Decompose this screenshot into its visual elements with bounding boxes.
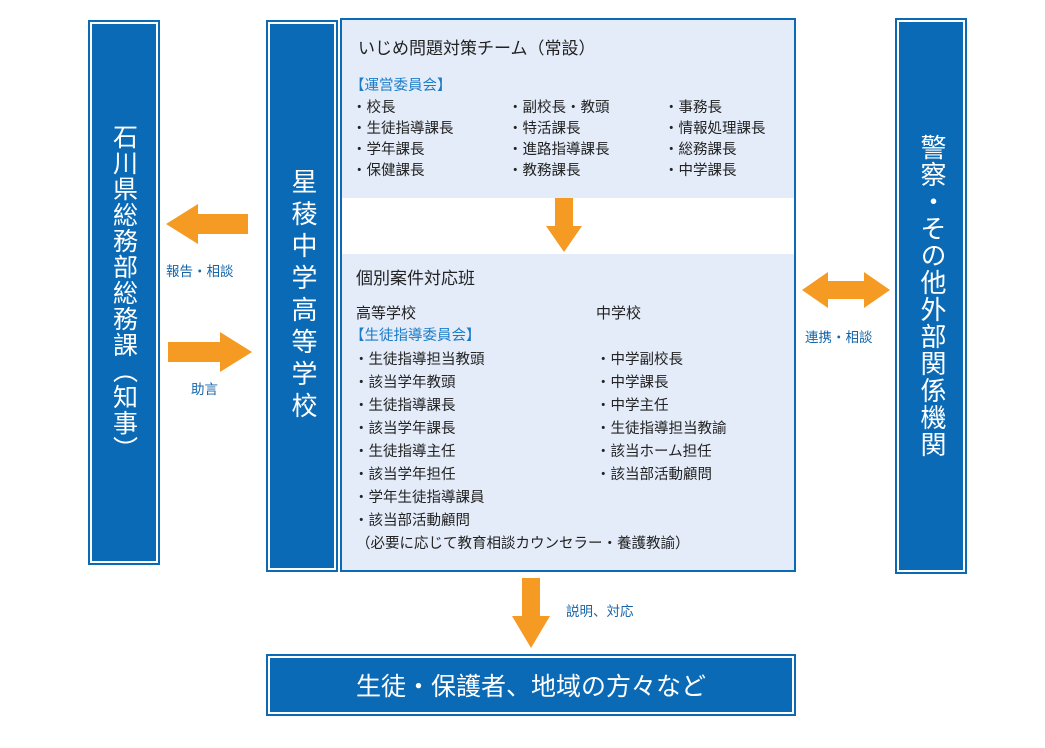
team-col3-item: ・総務課長 [664, 142, 737, 158]
team-col3-item: ・情報処理課長 [664, 121, 766, 137]
external-agencies-label: 警察・その他外部関係機関 [916, 134, 946, 458]
advice-label: 助言 [191, 382, 218, 398]
prefecture-office-box: 石川県総務部総務課（知事） [88, 20, 160, 565]
cooperation-label: 連携・相談 [805, 330, 873, 346]
team-col2-item: ・教務課長 [508, 163, 581, 179]
junior-high-heading: 中学校 [596, 304, 642, 322]
team-container: いじめ問題対策チーム（常設） 【運営委員会】 ・校長 ・生徒指導課長 ・学年課長… [340, 18, 796, 572]
supplementary-note: （必要に応じて教育相談カウンセラー・養護教諭） [356, 536, 690, 552]
down-arrow-bottom-icon [512, 578, 550, 648]
junior-high-member: ・中学課長 [596, 375, 669, 391]
stakeholders-label: 生徒・保護者、地域の方々など [355, 672, 706, 701]
report-label: 報告・相談 [166, 264, 234, 280]
case-team-title: 個別案件対応班 [356, 269, 475, 289]
external-agencies-box: 警察・その他外部関係機関 [895, 18, 967, 574]
school-label: 星稜中学高等学校 [287, 168, 317, 424]
high-school-member: ・該当学年担任 [354, 467, 456, 483]
prefecture-office-label: 石川県総務部総務課（知事） [109, 123, 139, 462]
team-col3-item: ・中学課長 [664, 163, 737, 179]
guidance-committee-label: 【生徒指導委員会】 [350, 328, 481, 344]
right-arrow-icon [168, 332, 252, 372]
bullying-team-panel: いじめ問題対策チーム（常設） 【運営委員会】 ・校長 ・生徒指導課長 ・学年課長… [342, 20, 794, 198]
high-school-member: ・該当学年教頭 [354, 375, 456, 391]
high-school-heading: 高等学校 [356, 304, 417, 322]
double-arrow-icon [802, 272, 890, 308]
stakeholders-box: 生徒・保護者、地域の方々など [266, 654, 796, 716]
case-team-panel: 個別案件対応班 高等学校 【生徒指導委員会】 ・生徒指導担当教頭 ・該当学年教頭… [342, 254, 794, 570]
junior-high-member: ・生徒指導担当教諭 [596, 421, 727, 437]
team-col1-item: ・校長 [352, 100, 396, 116]
team-col1-item: ・学年課長 [352, 142, 425, 158]
junior-high-member: ・該当部活動顧問 [596, 467, 712, 483]
team-col1-item: ・生徒指導課長 [352, 121, 454, 137]
high-school-member: ・該当学年課長 [354, 421, 456, 437]
high-school-member: ・該当部活動顧問 [354, 513, 470, 529]
high-school-member: ・学年生徒指導課員 [354, 490, 485, 506]
school-box: 星稜中学高等学校 [266, 20, 338, 572]
team-col3-item: ・事務長 [664, 100, 722, 116]
team-col2-item: ・進路指導課長 [508, 142, 610, 158]
high-school-member: ・生徒指導課長 [354, 398, 456, 414]
junior-high-member: ・中学主任 [596, 398, 669, 414]
explanation-label: 説明、対応 [566, 604, 634, 620]
left-arrow-icon [166, 204, 248, 244]
team-col2-item: ・特活課長 [508, 121, 581, 137]
steering-committee-label: 【運営委員会】 [350, 78, 452, 94]
down-arrow-icon [546, 198, 582, 252]
bullying-team-title: いじめ問題対策チーム（常設） [358, 39, 596, 59]
high-school-member: ・生徒指導主任 [354, 444, 456, 460]
team-col2-item: ・副校長・教頭 [508, 100, 610, 116]
junior-high-member: ・中学副校長 [596, 352, 683, 368]
team-col1-item: ・保健課長 [352, 163, 425, 179]
high-school-member: ・生徒指導担当教頭 [354, 352, 485, 368]
junior-high-member: ・該当ホーム担任 [596, 444, 712, 460]
